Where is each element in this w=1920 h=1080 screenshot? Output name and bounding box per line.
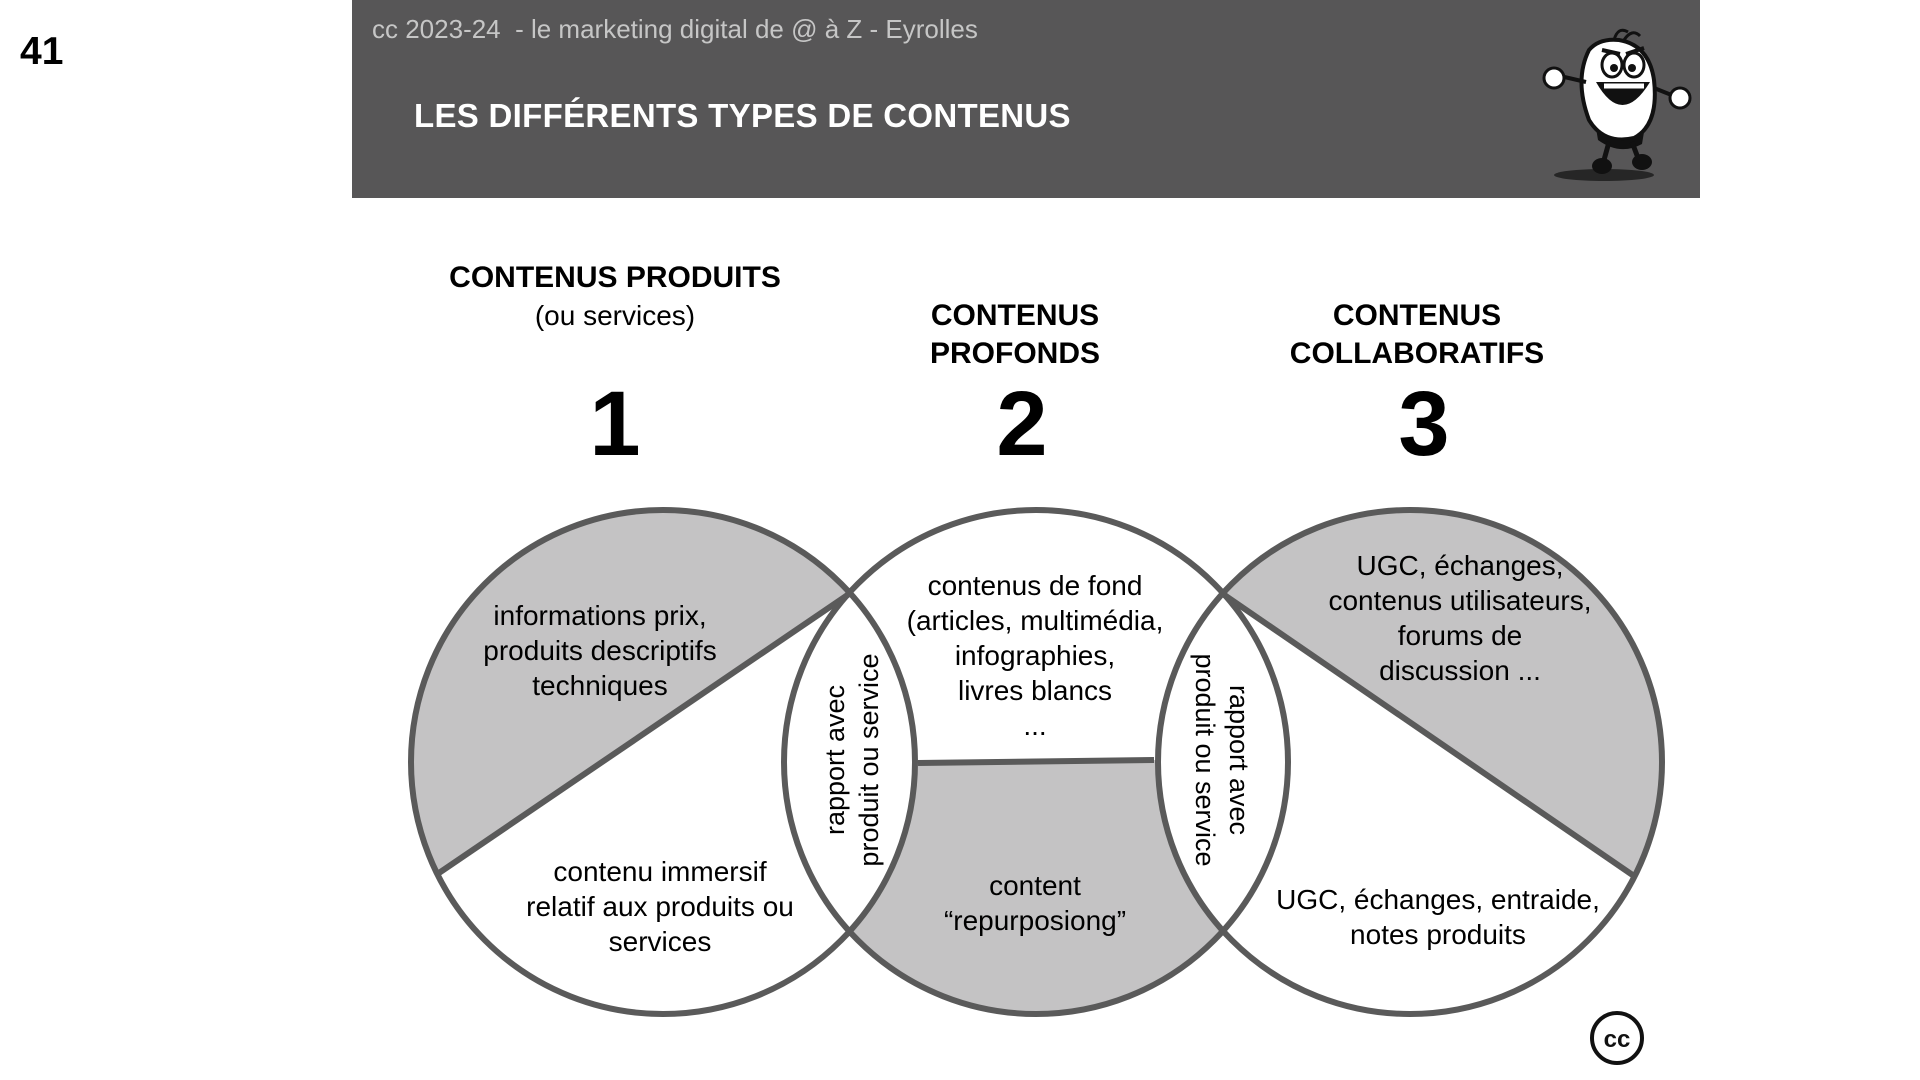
circle-2-top-text: contenus de fond (articles, multimédia, … — [906, 570, 1164, 741]
circle-1-top-segment — [411, 510, 852, 875]
column-3-heading: CONTENUS COLLABORATIFS — [1217, 259, 1617, 373]
header-banner: cc 2023-24 - le marketing digital de @ à… — [352, 0, 1700, 198]
column-1-subtitle: (ou services) — [534, 300, 696, 331]
overlap-left-text: rapport avec produit ou service — [820, 653, 884, 867]
column-1-title: CONTENUS PRODUITS — [449, 261, 781, 294]
circle-1-bottom-text: contenu immersif relatif aux produits ou… — [526, 856, 794, 957]
circle-3-divider — [1218, 589, 1636, 879]
column-1-number: 1 — [589, 373, 641, 475]
page-number: 41 — [20, 30, 64, 73]
running-cartoon-mascot-icon — [1542, 28, 1692, 181]
slide-title: LES DIFFÉRENTS TYPES DE CONTENUS — [414, 97, 1071, 134]
circle-1-top-text: informations prix, produits descriptifs … — [483, 600, 717, 701]
overlap-right-text: rapport avec produit ou service — [1190, 653, 1254, 867]
creative-commons-icon: cc — [1590, 1011, 1644, 1065]
column-3-number: 3 — [1398, 373, 1450, 475]
circle-1-divider — [434, 589, 854, 878]
circle-2-outline — [781, 507, 1291, 1017]
column-2-number: 2 — [996, 373, 1048, 475]
circle-1-outline — [408, 507, 918, 1017]
circle-3-outline — [1155, 507, 1665, 1017]
column-2-heading: CONTENUS PROFONDS — [815, 259, 1215, 373]
circle-3-bottom-text: UGC, échanges, entraide, notes produits — [1276, 884, 1600, 950]
svg-text:cc: cc — [1604, 1026, 1631, 1053]
circle-3-top-text: UGC, échanges, contenus utilisateurs, fo… — [1328, 550, 1592, 686]
column-2-title: CONTENUS PROFONDS — [929, 299, 1100, 370]
circle-3-top-segment — [1220, 510, 1662, 876]
column-3-title: CONTENUS COLLABORATIFS — [1289, 299, 1545, 370]
header-subtitle: cc 2023-24 - le marketing digital de @ à… — [372, 14, 978, 44]
circle-2-bottom-text: content “repurposiong” — [943, 870, 1127, 936]
circle-2-divider — [917, 757, 1155, 766]
column-1-heading: CONTENUS PRODUITS (ou services) — [415, 259, 815, 335]
